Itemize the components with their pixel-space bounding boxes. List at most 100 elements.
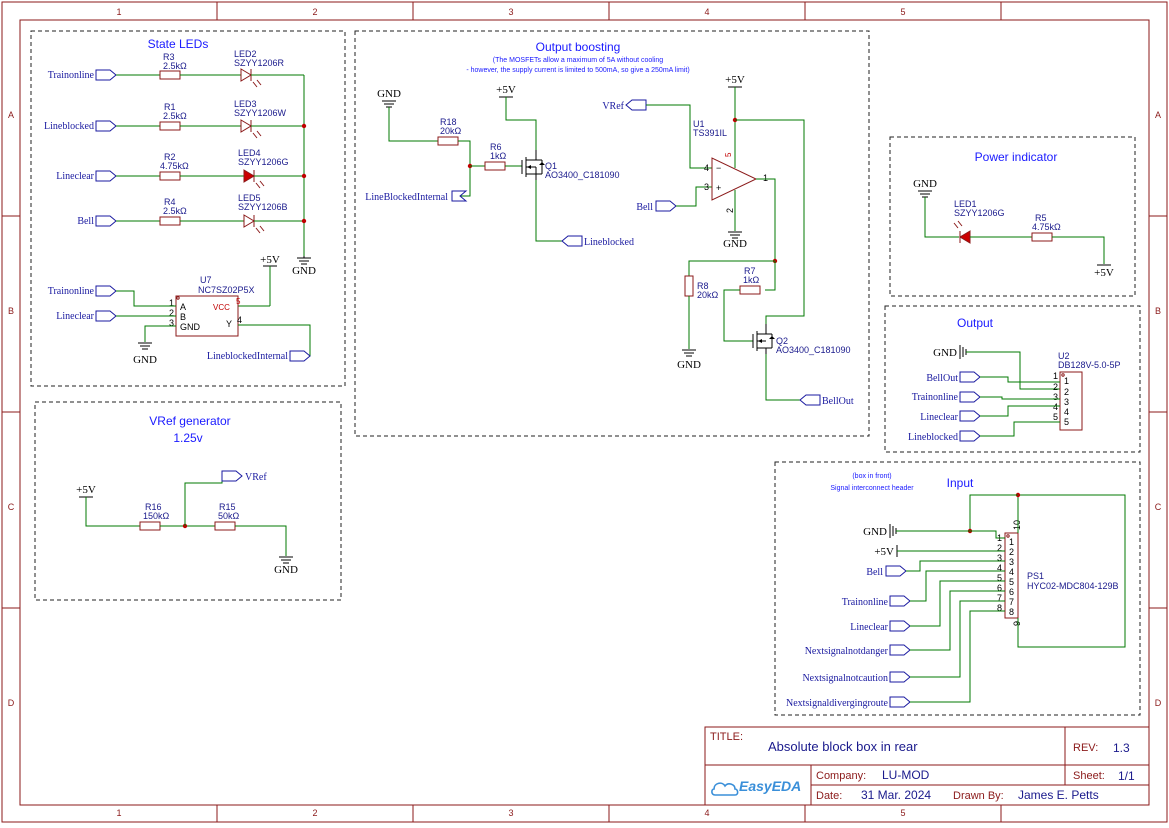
input-title: Input [947, 476, 974, 490]
u1-value: TS391IL [693, 128, 727, 138]
net-flag-lineclear-ps1[interactable] [889, 620, 911, 632]
net-flag-lineblockedinternal-u7[interactable] [289, 350, 311, 362]
vref-gen-voltage: 1.25v [173, 431, 202, 445]
resistor-r8[interactable] [684, 275, 694, 297]
net-flag-trainonline-ps1[interactable] [889, 595, 911, 607]
resistor-r4[interactable] [159, 216, 181, 226]
led-led5[interactable] [243, 214, 265, 234]
net-label-bell-u1: Bell [636, 202, 653, 213]
led5-ref: LED5 [238, 193, 261, 203]
col-label-2: 2 [312, 7, 317, 17]
net-flag-lineblocked-u2[interactable] [959, 430, 981, 442]
net-flag-nextnotcaution-ps1[interactable] [889, 671, 911, 683]
resistor-r6[interactable] [484, 161, 506, 171]
net-flag-vref-gen[interactable] [221, 470, 243, 482]
row-label-b: B [8, 306, 14, 316]
r8-value: 20kΩ [697, 290, 719, 300]
ps1-pin-num-7: 7 [997, 593, 1002, 603]
ps1-ref: PS1 [1027, 571, 1044, 581]
r18-ref: R18 [440, 117, 457, 127]
resistor-r3[interactable] [159, 70, 181, 80]
opamp-u1[interactable] [711, 157, 758, 201]
led-led4[interactable] [243, 169, 265, 189]
net-label-vref-u1: VRef [602, 101, 624, 112]
gnd-label-ps1: GND [863, 526, 887, 538]
col-label-4-bottom: 4 [704, 808, 709, 818]
net-flag-lineclear-u2[interactable] [959, 410, 981, 422]
led-led1[interactable] [953, 220, 971, 244]
net-flag-vref-u1[interactable] [625, 99, 647, 111]
u7-pin-gnd: GND [180, 322, 201, 332]
r3-ref: R3 [163, 52, 175, 62]
net-flag-lineblocked-q1[interactable] [561, 235, 583, 247]
u1-plus: + [716, 183, 721, 193]
col-label-2-bottom: 2 [312, 808, 317, 818]
u2-value: DB128V-5.0-5P [1058, 360, 1121, 370]
u7-pin-vcc: VCC [213, 303, 230, 312]
row-label-d: D [8, 698, 15, 708]
ps1-pin-7: 7 [1009, 597, 1014, 607]
net-label-nextnotdanger-ps1: Nextsignalnotdanger [805, 646, 889, 657]
net-flag-lineclear-u7[interactable] [95, 310, 117, 322]
net-label-bellout-u2: BellOut [926, 373, 958, 384]
net-flag-bell-ps1[interactable] [885, 565, 907, 577]
resistor-r1[interactable] [159, 121, 181, 131]
net-flag-bellout-q2[interactable] [799, 394, 821, 406]
resistor-r2[interactable] [159, 171, 181, 181]
v5-label-u1: +5V [725, 74, 745, 86]
ps1-value: HYC02-MDC804-129B [1027, 581, 1119, 591]
net-flag-trainonline[interactable] [95, 69, 117, 81]
net-flag-nextnotdanger-ps1[interactable] [889, 644, 911, 656]
connector-u2[interactable] [1059, 371, 1083, 431]
resistor-r16[interactable] [139, 521, 161, 531]
net-flag-trainonline-u7[interactable] [95, 285, 117, 297]
u7-pin-a: A [180, 302, 186, 312]
led-led2[interactable] [240, 68, 262, 88]
net-flag-bellout-u2[interactable] [959, 371, 981, 383]
gnd-label-r18: GND [377, 88, 401, 100]
resistor-r18[interactable] [437, 136, 459, 146]
net-label-trainonline-u2: Trainonline [912, 392, 959, 403]
easyeda-logo [711, 782, 739, 796]
col-label-4: 4 [704, 7, 709, 17]
net-flag-trainonline-u2[interactable] [959, 391, 981, 403]
r7-value: 1kΩ [743, 275, 760, 285]
resistor-r5[interactable] [1031, 232, 1053, 242]
led3-ref: LED3 [234, 99, 257, 109]
power-indicator-title: Power indicator [975, 150, 1058, 164]
v5-label-u7: +5V [260, 254, 280, 266]
ps1-pin-1: 1 [1009, 537, 1014, 547]
resistor-r15[interactable] [214, 521, 236, 531]
v5-label-r5: +5V [1094, 267, 1114, 279]
r6-ref: R6 [490, 142, 502, 152]
net-flag-lineblockedinternal-q1[interactable] [451, 190, 468, 202]
power-indicator-block: Power indicator GND LED1 SZYY1206G R5 4.… [889, 136, 1136, 297]
u2-pin-num-4: 4 [1053, 402, 1058, 412]
u2-pin-3: 3 [1064, 397, 1069, 407]
net-flag-lineclear[interactable] [95, 170, 117, 182]
led4-value: SZYY1206G [238, 157, 289, 167]
net-flag-lineblocked[interactable] [95, 120, 117, 132]
net-flag-bell-u1[interactable] [655, 200, 677, 212]
mosfet-q1[interactable] [521, 150, 545, 180]
output-block: Output GND U2 DB128V-5.0-5P 1 2 3 4 5 1 … [884, 305, 1141, 453]
net-flag-bell[interactable] [95, 215, 117, 227]
drawn-by-label: Drawn By: [953, 790, 1004, 802]
output-boosting-block: Output boosting (The MOSFETs allow a max… [354, 30, 870, 437]
u1-ref: U1 [693, 119, 705, 129]
net-flag-nextdiverging-ps1[interactable] [889, 696, 911, 708]
u2-pin-num-2: 2 [1053, 382, 1058, 392]
net-label-bell-ps1: Bell [866, 567, 883, 578]
ps1-pin-8: 8 [1009, 607, 1014, 617]
led-led3[interactable] [240, 119, 262, 139]
ic-u7[interactable] [175, 295, 239, 337]
u2-pin-2: 2 [1064, 387, 1069, 397]
resistor-r7[interactable] [739, 285, 761, 295]
net-label-lineclear-u7: Lineclear [56, 311, 94, 322]
connector-ps1[interactable] [1004, 532, 1019, 619]
mosfet-q2[interactable] [752, 324, 775, 354]
input-note-2: Signal interconnect header [830, 485, 914, 492]
